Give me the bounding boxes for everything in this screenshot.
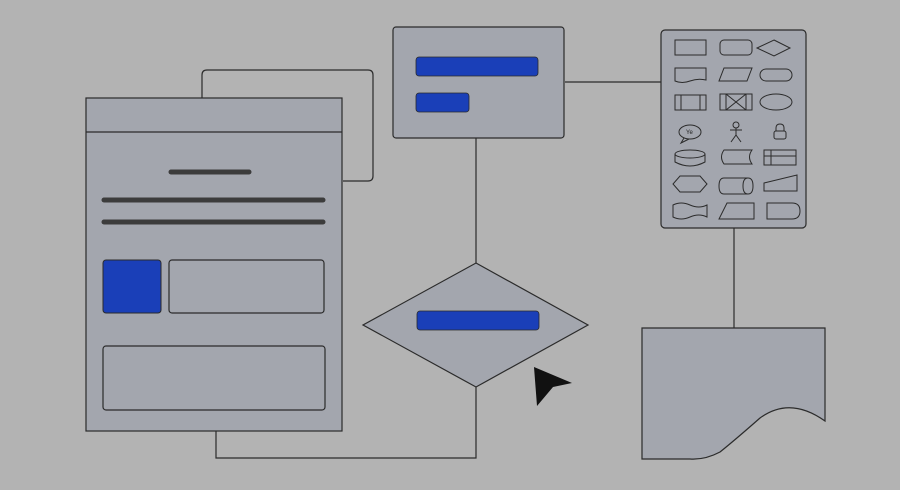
- cursor-arrow-icon: [534, 367, 572, 406]
- connector-window-back: [201, 69, 374, 182]
- blue-square-icon[interactable]: [102, 259, 162, 314]
- lock-shape-icon[interactable]: [773, 123, 787, 140]
- process-node-bar-short: [415, 92, 470, 113]
- speech-bubble-label: Ye: [686, 130, 693, 136]
- diamond-shape-icon[interactable]: [755, 39, 792, 57]
- delay-shape-icon[interactable]: [766, 202, 801, 220]
- terminator-shape-icon[interactable]: [759, 68, 793, 82]
- process-node[interactable]: [392, 26, 565, 139]
- decision-node-bar: [416, 310, 540, 331]
- document-node[interactable]: [641, 327, 826, 460]
- process-node-bar-long: [415, 56, 539, 77]
- rounded-rectangle-shape-icon[interactable]: [719, 39, 753, 56]
- collate-shape-icon[interactable]: [719, 93, 753, 111]
- content-card[interactable]: [168, 259, 325, 314]
- connector-window-to-decision: [215, 387, 477, 459]
- content-card-large[interactable]: [102, 345, 326, 411]
- predefined-process-shape-icon[interactable]: [674, 94, 707, 111]
- ellipse-shape-icon[interactable]: [759, 93, 793, 111]
- database-shape-icon[interactable]: [674, 149, 706, 167]
- connectors: [201, 69, 735, 459]
- manual-operation-shape-icon[interactable]: [718, 202, 755, 220]
- document-window[interactable]: [85, 97, 343, 432]
- document-shape-icon[interactable]: [674, 67, 707, 83]
- decision-node[interactable]: [361, 262, 590, 388]
- tape-shape-icon[interactable]: [672, 202, 708, 220]
- shape-palette[interactable]: Ye: [660, 29, 807, 229]
- direct-access-storage-shape-icon[interactable]: [718, 177, 754, 195]
- stored-data-shape-icon[interactable]: [721, 149, 753, 165]
- hexagon-shape-icon[interactable]: [672, 175, 708, 193]
- manual-input-shape-icon[interactable]: [763, 174, 798, 192]
- internal-storage-shape-icon[interactable]: [763, 149, 797, 166]
- actor-shape-icon[interactable]: [730, 121, 742, 143]
- speech-bubble-shape-icon[interactable]: [678, 124, 702, 145]
- rectangle-shape-icon[interactable]: [674, 39, 707, 56]
- parallelogram-shape-icon[interactable]: [718, 67, 753, 82]
- process-node-box: [392, 26, 565, 139]
